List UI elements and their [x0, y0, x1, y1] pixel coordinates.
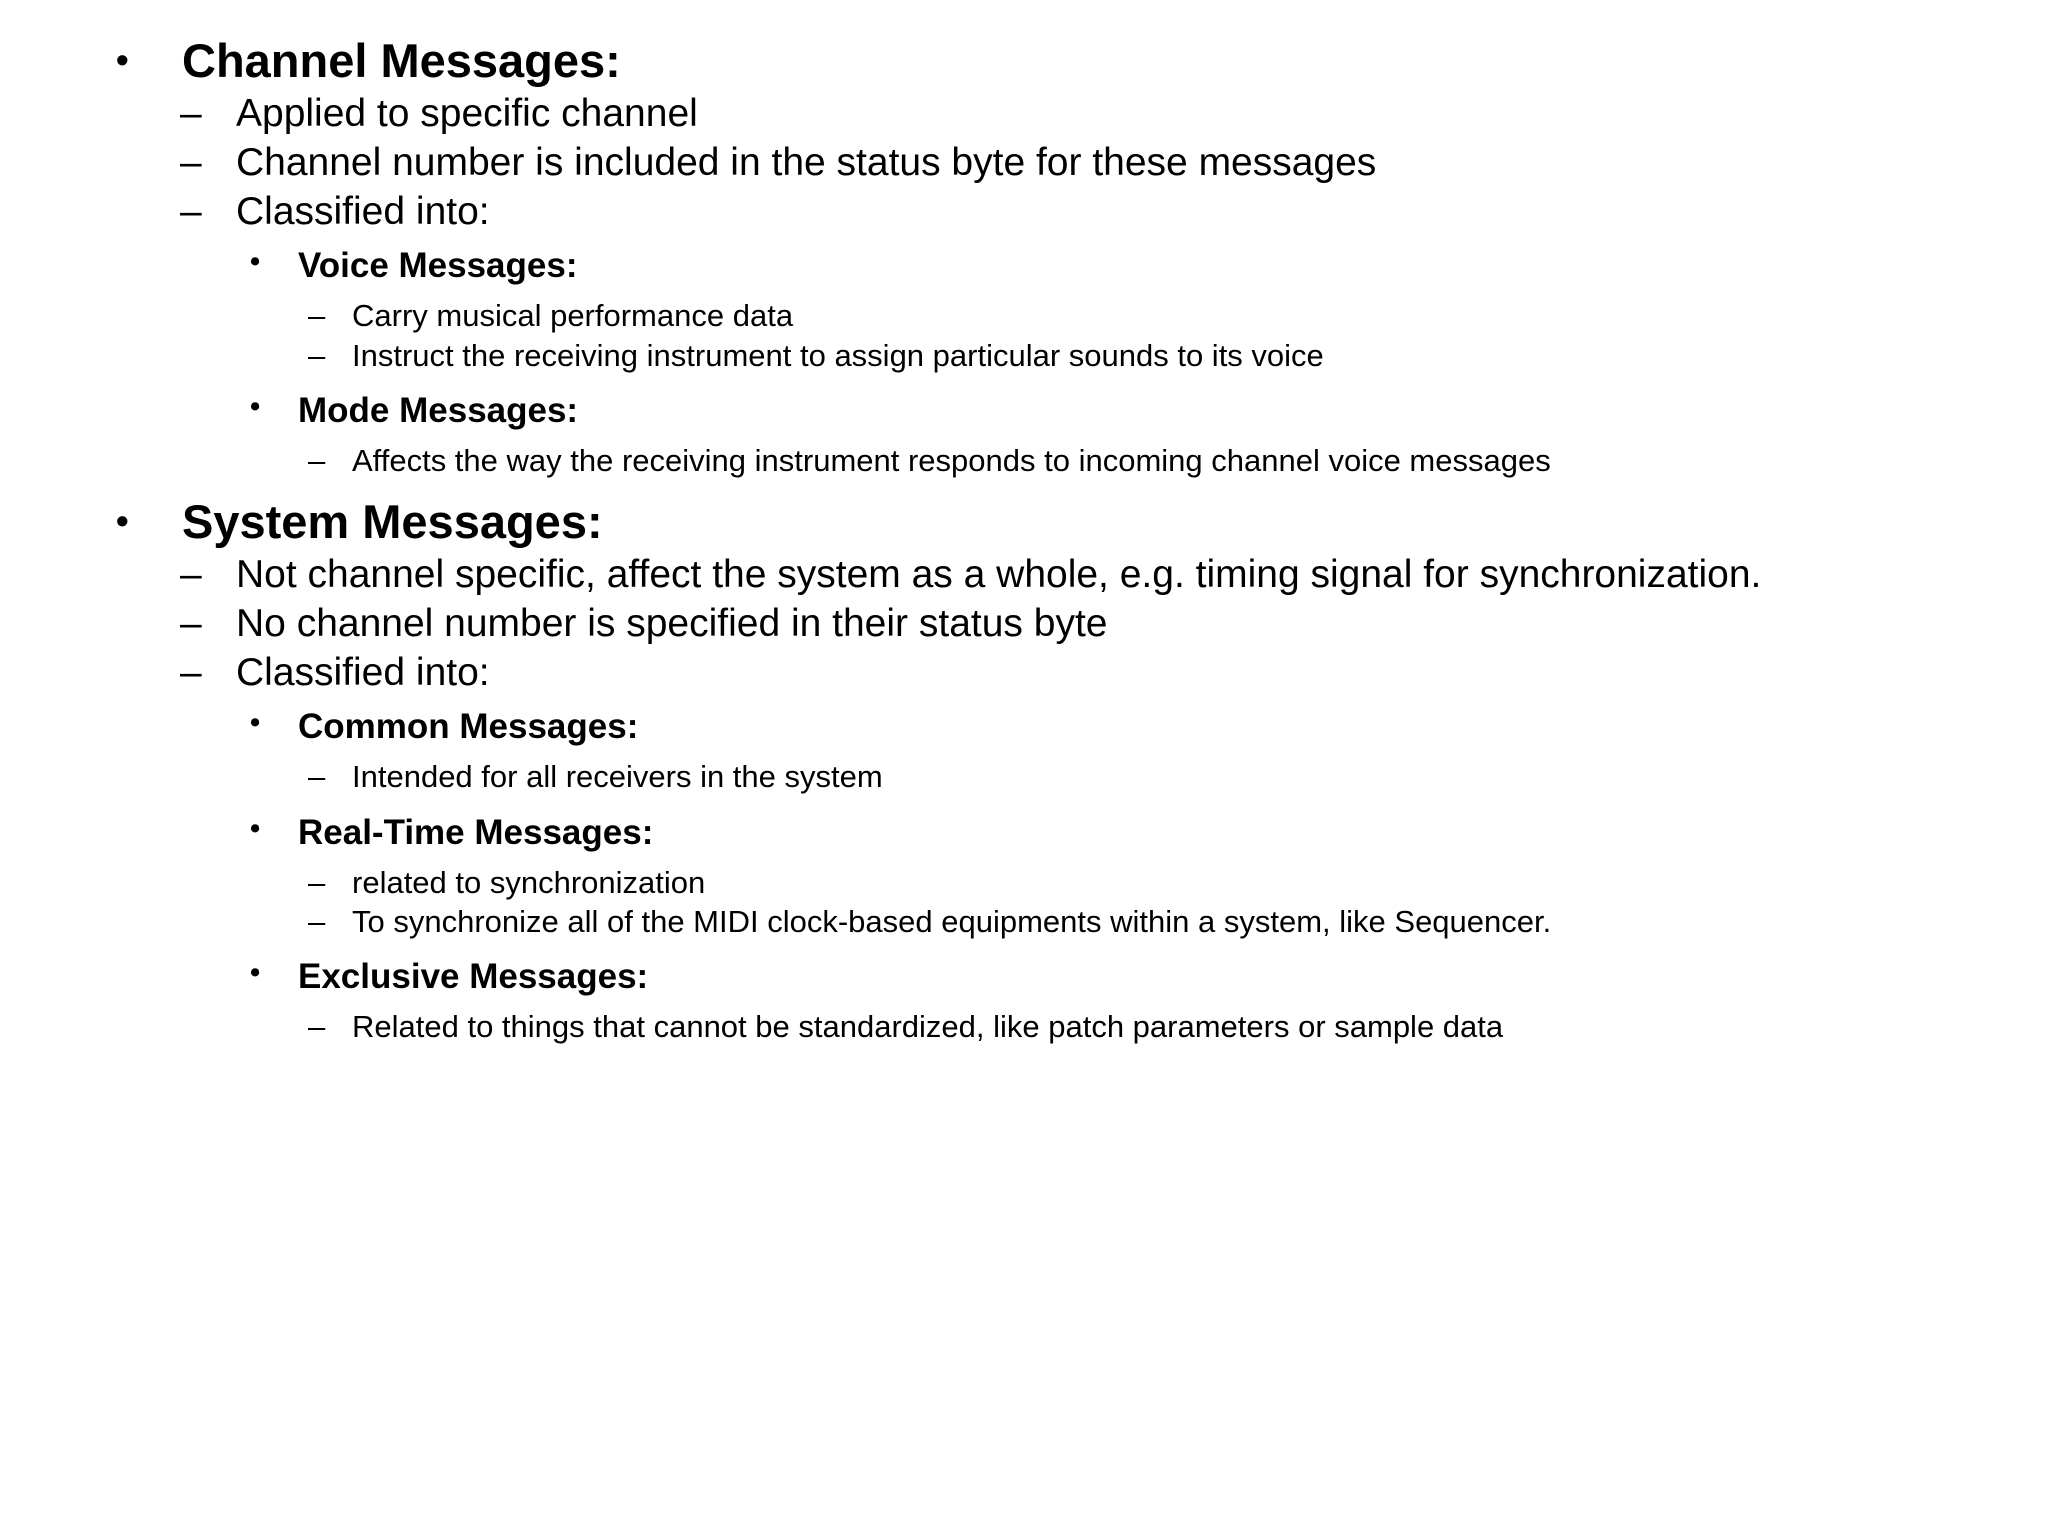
outline-item-affects-the-way-receiving: –Affects the way the receiving instrumen…	[308, 442, 1988, 479]
outline-item-instruct-receiving-instrument: –Instruct the receiving instrument to as…	[308, 337, 1988, 374]
outline-item-channel-messages: • Channel Messages:	[116, 34, 1988, 89]
outline-item-label: Voice Messages:	[298, 246, 578, 286]
bullet-dot-icon: •	[250, 390, 261, 423]
outline-item-carry-musical-performance-data: –Carry musical performance data	[308, 297, 1988, 334]
outline-item-label: Carry musical performance data	[352, 298, 794, 334]
outline-item-related-to-synchronization: –related to synchronization	[308, 864, 1988, 901]
outline-item-voice-messages: • Voice Messages:	[250, 245, 1988, 287]
outline-item-label: Exclusive Messages:	[298, 956, 649, 996]
outline-item-label: Related to things that cannot be standar…	[352, 1008, 1504, 1044]
bullet-dash-icon: –	[308, 298, 326, 334]
bullet-dash-icon: –	[308, 903, 326, 939]
outline-item-label: Common Messages:	[298, 707, 639, 747]
bullet-dot-icon: •	[116, 499, 129, 541]
bullet-dash-icon: –	[180, 91, 202, 135]
bullet-dash-icon: –	[308, 337, 326, 373]
outline-item-label: Channel Messages:	[182, 34, 621, 87]
outline-item-system-messages: • System Messages:	[116, 495, 1988, 550]
outline-item-label: Applied to specific channel	[236, 91, 698, 135]
outline-item-not-channel-specific: –Not channel specific, affect the system…	[180, 552, 1988, 599]
outline-item-mode-messages: • Mode Messages:	[250, 390, 1988, 432]
bullet-dot-icon: •	[116, 39, 129, 80]
outline-item-channel-number-status-byte: –Channel number is included in the statu…	[180, 140, 1988, 187]
outline-item-label: System Messages:	[182, 494, 603, 548]
bullet-dash-icon: –	[180, 601, 202, 645]
outline-item-intended-for-all-receivers: –Intended for all receivers in the syste…	[308, 758, 1988, 795]
outline-item-label: Real-Time Messages:	[298, 812, 654, 852]
outline-item-to-synchronize-midi-clock: –To synchronize all of the MIDI clock-ba…	[308, 903, 1988, 940]
outline-item-label: Instruct the receiving instrument to ass…	[352, 337, 1324, 373]
outline-item-label: To synchronize all of the MIDI clock-bas…	[352, 903, 1552, 939]
outline-item-real-time-messages: • Real-Time Messages:	[250, 812, 1988, 854]
outline-item-label: Classified into:	[236, 650, 490, 694]
outline-item-label: related to synchronization	[352, 864, 706, 900]
bullet-dash-icon: –	[180, 189, 202, 233]
outline-item-no-channel-number-specified: –No channel number is specified in their…	[180, 601, 1988, 648]
outline-item-exclusive-messages: • Exclusive Messages:	[250, 956, 1988, 998]
bullet-dash-icon: –	[180, 140, 202, 184]
bullet-dot-icon: •	[250, 956, 261, 989]
outline-item-applied-to-specific-channel: –Applied to specific channel	[180, 91, 1988, 138]
bullet-dash-icon: –	[180, 552, 202, 596]
outline-item-label: Channel number is included in the status…	[236, 140, 1377, 184]
outline-item-channel-classified-into: –Classified into:	[180, 189, 1988, 236]
bullet-dot-icon: •	[250, 812, 261, 845]
outline-item-related-to-things-not-standardized: –Related to things that cannot be standa…	[308, 1008, 1988, 1045]
outline-item-label: No channel number is specified in their …	[236, 601, 1108, 645]
bullet-dash-icon: –	[308, 864, 326, 900]
outline-item-label: Mode Messages:	[298, 390, 579, 430]
outline-item-common-messages: • Common Messages:	[250, 706, 1988, 748]
bullet-dash-icon: –	[308, 1008, 326, 1044]
bullet-dash-icon: –	[308, 759, 326, 795]
outline-item-label: Not channel specific, affect the system …	[236, 552, 1762, 596]
outline-item-label: Affects the way the receiving instrument…	[352, 442, 1551, 478]
bullet-dash-icon: –	[180, 650, 202, 694]
slide-outline: •Channel Messages:–Applied to specific c…	[60, 34, 1988, 1045]
outline-item-label: Classified into:	[236, 189, 490, 233]
bullet-dot-icon: •	[250, 246, 261, 279]
bullet-dot-icon: •	[250, 707, 261, 740]
outline-item-label: Intended for all receivers in the system	[352, 759, 883, 795]
outline-item-system-classified-into: –Classified into:	[180, 650, 1988, 697]
bullet-dash-icon: –	[308, 442, 326, 478]
